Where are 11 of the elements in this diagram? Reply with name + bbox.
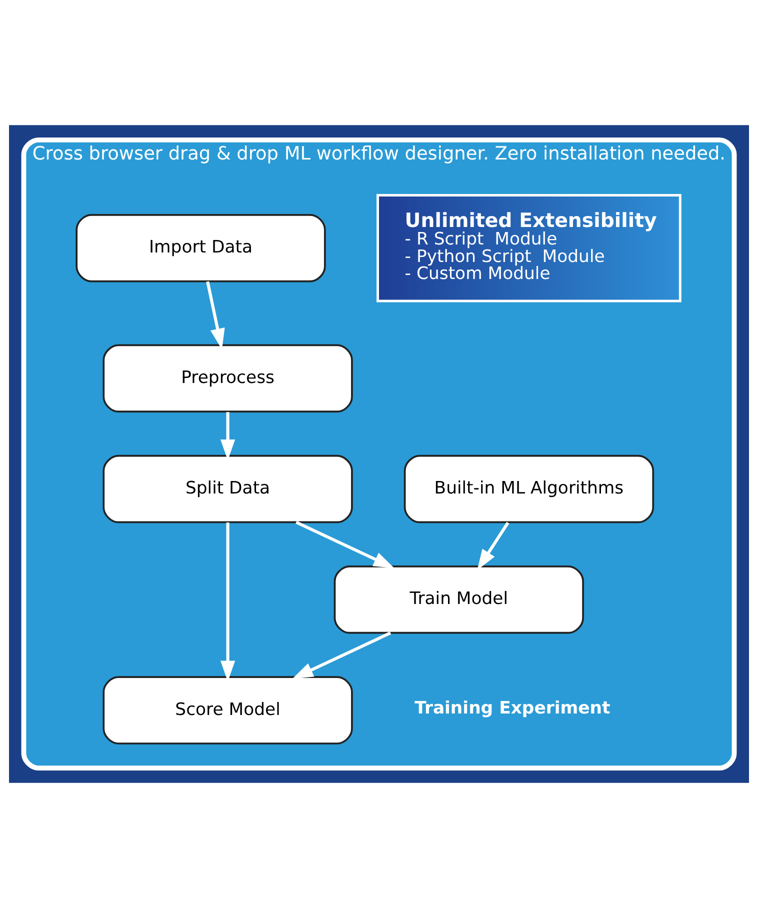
node-box: Preprocess <box>102 344 352 413</box>
arrow <box>206 281 224 350</box>
node-box: Score Model <box>102 676 352 744</box>
node-box: Import Data <box>75 214 326 282</box>
node-box: Built-in ML Algorithms <box>403 454 654 524</box>
arrow <box>292 632 391 679</box>
arrow <box>295 520 394 568</box>
node-box: Train Model <box>333 566 584 634</box>
node-box: Split Data <box>102 454 352 524</box>
node-box: Unlimited Extensibility - R Script Module - Python Script Module - Custom Module <box>376 194 681 302</box>
arrow <box>476 522 509 570</box>
